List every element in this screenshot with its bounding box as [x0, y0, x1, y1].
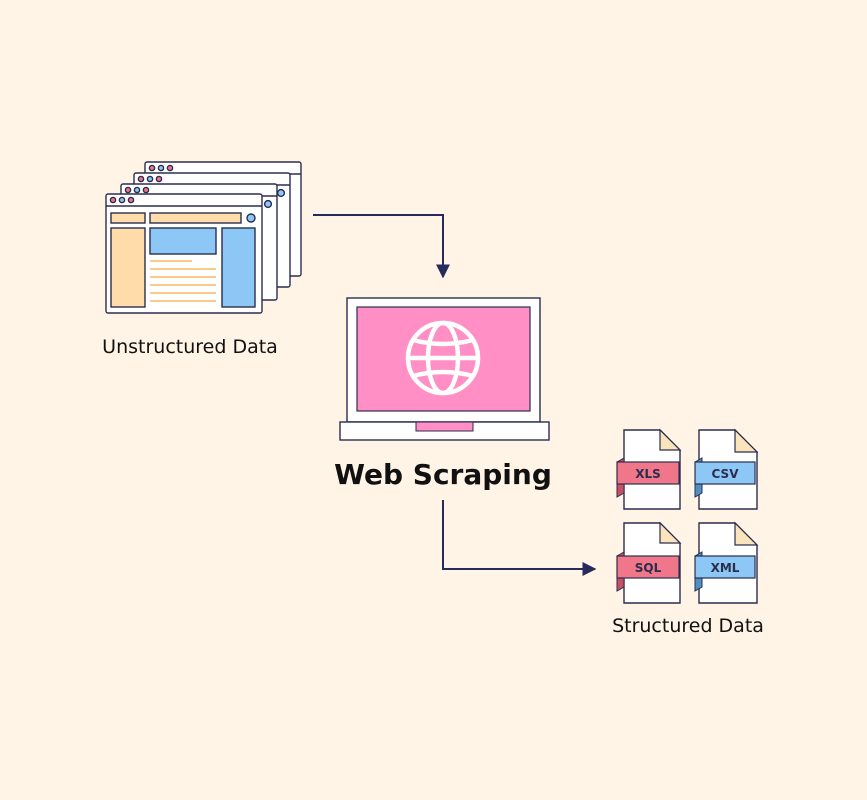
globe-icon	[405, 320, 481, 396]
text-lines	[150, 260, 216, 302]
process-label: Web Scraping	[334, 458, 552, 491]
csv-file-icon: CSV	[694, 428, 759, 510]
laptop-globe-icon	[339, 297, 550, 441]
arrow-to-structured	[442, 500, 597, 576]
arrow-to-scraper	[313, 214, 450, 279]
sql-file-icon: SQL	[616, 521, 682, 604]
source-label: Unstructured Data	[102, 336, 278, 358]
xls-file-icon: XLS	[616, 428, 682, 510]
web-pages-stack-icon	[105, 161, 302, 314]
laptop-notch	[415, 421, 474, 432]
file-format-icons: XLS CSV SQL XML	[616, 428, 759, 604]
sql-label: SQL	[635, 561, 662, 575]
xls-label: XLS	[635, 467, 661, 481]
xml-file-icon: XML	[694, 521, 759, 604]
csv-label: CSV	[712, 467, 740, 481]
target-label: Structured Data	[612, 615, 764, 637]
xml-label: XML	[711, 561, 740, 575]
browser-window-front	[105, 193, 263, 314]
